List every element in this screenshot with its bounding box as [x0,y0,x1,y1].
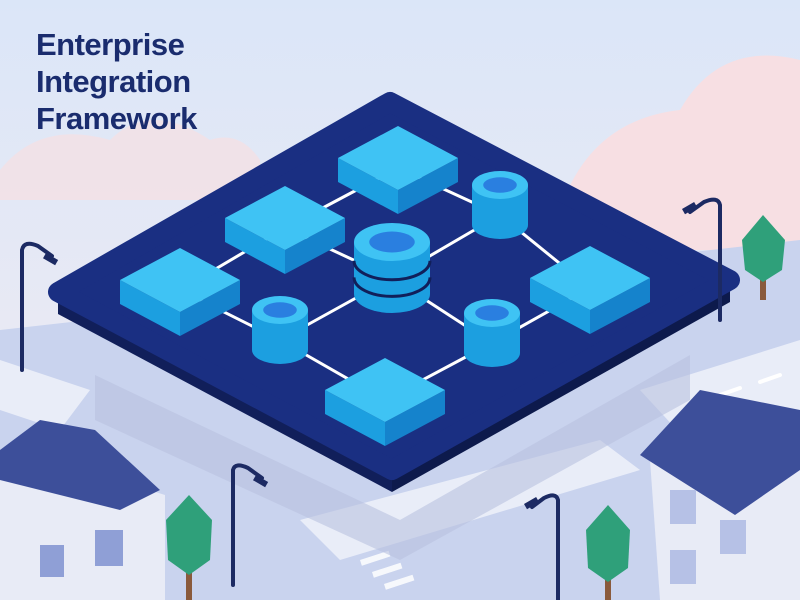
block-right [530,246,650,334]
block-right-left-face [530,278,590,334]
block-bottom-left-face [325,390,385,446]
lane-marks [718,373,782,397]
building-left [0,420,165,600]
cylinder-lower-left-top-inner [263,302,297,318]
integration-nodes [120,126,650,446]
block-bottom-top-face [325,358,445,422]
street-lamps [20,197,722,600]
block-top [338,126,458,214]
database-center-band-2 [352,277,432,298]
database-center-band-1 [352,260,432,282]
cylinder-lower-right [464,299,520,367]
tree-bottom-right [586,505,630,600]
clouds [0,55,800,250]
cylinder-lower-right-body [464,313,520,367]
cylinder-lower-right-top-inner [475,305,509,321]
cylinder-lower-left-body [252,310,308,364]
title-line-3: Framework [36,101,197,136]
block-top-left-face [338,158,398,214]
lamp-heads [43,202,698,510]
title-line-1: Enterprise [36,27,185,62]
block-left-right-face [180,280,240,336]
cylinder-lower-left [252,296,308,364]
block-left-left-face [120,280,180,336]
tree-right [742,215,785,300]
crosswalk [360,550,415,590]
block-bottom [325,358,445,446]
page-title: Enterprise Integration Framework [36,26,197,137]
block-right-top-face [530,246,650,310]
cylinder-upper-right-top-inner [483,177,517,193]
cylinder-upper-right [472,171,528,239]
road-left [0,360,90,430]
database-center-top-inner [369,231,415,253]
block-right-right-face [590,278,650,334]
block-upper-left [225,186,345,274]
block-bottom-right-face [385,390,445,446]
block-upper-left-top-face [225,186,345,250]
building-right [640,390,800,600]
cylinder-upper-right-body [472,185,528,239]
block-upper-left-left-face [225,218,285,274]
block-left-top-face [120,248,240,312]
block-top-top-face [338,126,458,190]
block-left [120,248,240,336]
tree-bottom-left [166,495,212,600]
platform-shadow [95,355,690,560]
block-upper-left-right-face [285,218,345,274]
title-line-2: Integration [36,64,191,99]
block-top-right-face [398,158,458,214]
database-center [352,223,432,313]
